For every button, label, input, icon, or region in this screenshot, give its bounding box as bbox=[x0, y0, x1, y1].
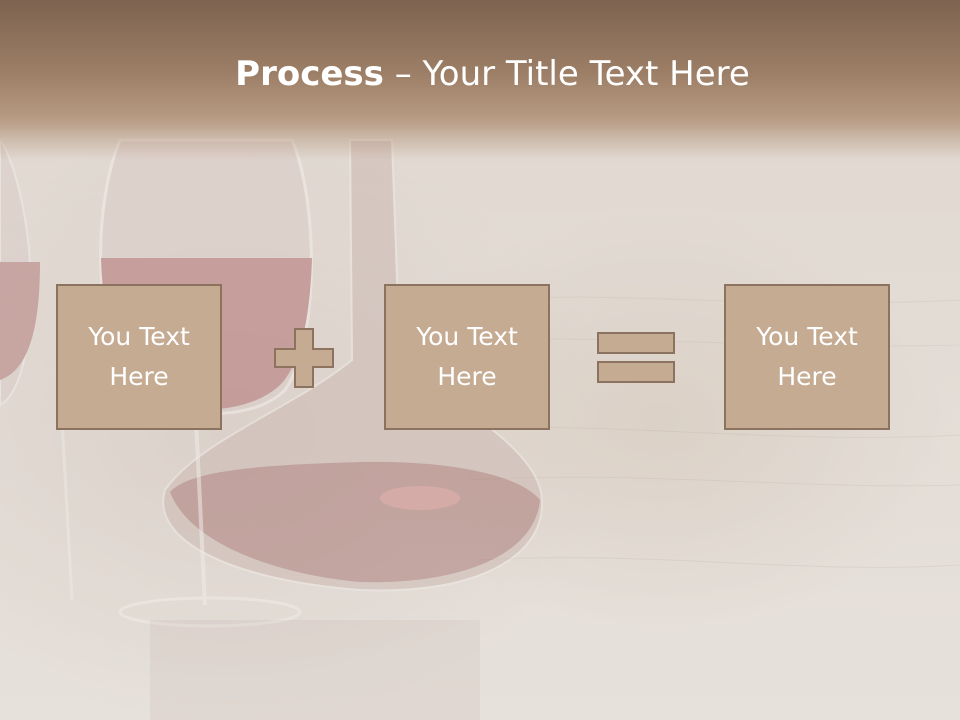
process-box-3[interactable]: You Text Here bbox=[724, 284, 890, 430]
process-box-3-text: You Text Here bbox=[756, 322, 858, 391]
process-box-1[interactable]: You Text Here bbox=[56, 284, 222, 430]
title-rest: Your Title Text Here bbox=[422, 54, 750, 94]
process-box-2-text: You Text Here bbox=[416, 322, 518, 391]
plus-icon bbox=[274, 328, 334, 388]
slide-title: Process – Your Title Text Here bbox=[0, 52, 960, 96]
equals-icon bbox=[597, 332, 675, 383]
process-box-1-text: You Text Here bbox=[88, 322, 190, 391]
title-bold: Process bbox=[235, 54, 384, 94]
header-band bbox=[0, 0, 960, 160]
process-box-2[interactable]: You Text Here bbox=[384, 284, 550, 430]
title-separator: – bbox=[383, 54, 423, 94]
